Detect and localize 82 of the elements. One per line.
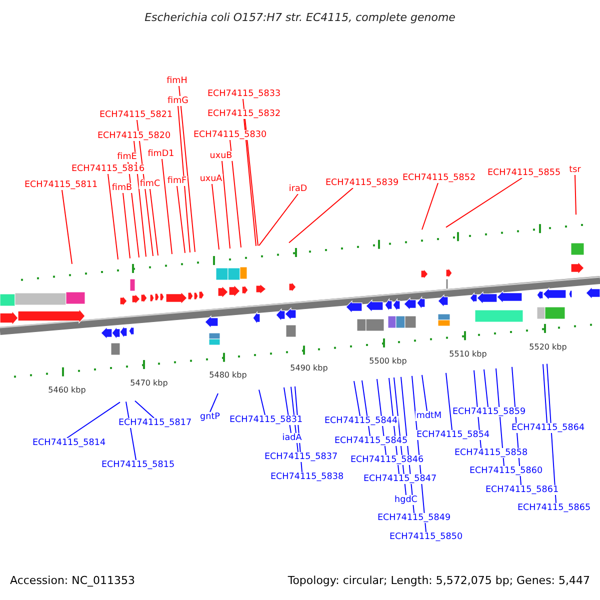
gene-label: tsr — [568, 165, 582, 175]
gene-label: fimE — [116, 152, 138, 162]
leader-line — [258, 194, 298, 246]
gene-label: ECH74115_5811 — [23, 180, 99, 190]
gene-label: fimB — [110, 183, 134, 193]
leader-line — [162, 158, 172, 255]
gene-label: ECH74115_5864 — [510, 423, 586, 433]
gene-label: ECH74115_5815 — [100, 460, 176, 470]
leader-line — [210, 392, 218, 412]
leader-line — [222, 160, 230, 249]
gene-label: fimD1 — [146, 149, 176, 159]
gene-label: ECH74115_5831 — [228, 415, 304, 425]
gene-label: ECH74115_5820 — [96, 131, 172, 141]
scale-label: 5460 kbp — [48, 385, 86, 394]
leader-line — [244, 118, 256, 246]
gene-label: mdtM — [415, 411, 443, 421]
gene-label: ECH74115_5817 — [117, 418, 193, 428]
leader-line — [122, 192, 130, 259]
leader-line — [108, 174, 118, 260]
gene-label: gntP — [199, 412, 221, 422]
gene-label: ECH74115_5858 — [453, 448, 529, 458]
leader-line — [230, 140, 242, 248]
leader-line — [176, 186, 186, 254]
gene-label: ECH74115_5854 — [415, 430, 491, 440]
leader-line — [66, 402, 120, 438]
gene-label: ECH74115_5833 — [206, 89, 282, 99]
gene-label: ECH74115_5846 — [349, 455, 425, 465]
gene-label: fimH — [166, 76, 188, 86]
genome-stats-text: Topology: circular; Length: 5,572,075 bp; Genes: 5,447 — [288, 576, 590, 586]
gene-label: ECH74115_5859 — [451, 407, 527, 417]
gene-label: iadA — [281, 433, 303, 443]
gene-label: ECH74115_5860 — [468, 466, 544, 476]
gene-label: fimC — [138, 179, 162, 189]
gene-label: ECH74115_5844 — [323, 416, 399, 426]
leader-line — [178, 86, 196, 252]
accession-text: Accession: NC_011353 — [10, 576, 136, 586]
leader-line — [354, 380, 360, 416]
leader-line — [212, 184, 220, 250]
leader-line — [150, 188, 158, 256]
gene-label: fimG — [166, 96, 190, 106]
gene-label: ECH74115_5845 — [333, 436, 409, 446]
leader-line — [178, 106, 190, 253]
leader-line — [446, 372, 452, 430]
gene-label: ECH74115_5830 — [192, 130, 268, 140]
gene-label: ECH74115_5852 — [401, 173, 477, 183]
leader-line — [422, 374, 428, 412]
leader-line — [242, 98, 258, 246]
leader-line — [134, 140, 146, 258]
title: Escherichia coli O157:H7 str. EC4115, complete genome — [144, 13, 456, 23]
gene-label: fimF — [166, 176, 188, 186]
scale-label: 5520 kbp — [529, 342, 567, 352]
gene-label: ECH74115_5821 — [98, 110, 174, 120]
gene-label: ECH74115_5861 — [484, 485, 560, 495]
gene-label: ECH74115_5814 — [31, 438, 107, 448]
leader-line — [62, 190, 72, 264]
gene-label: uxuA — [198, 174, 224, 184]
scale-label: 5480 kbp — [209, 370, 247, 380]
scale-label: 5490 kbp — [290, 364, 328, 373]
leader-line — [574, 174, 576, 216]
leader-line — [134, 400, 154, 418]
gene-label: ECH74115_5838 — [269, 472, 345, 482]
gene-label: ECH74115_5850 — [388, 532, 464, 542]
leader-line — [288, 188, 354, 244]
leader-line — [446, 178, 522, 228]
leader-line — [542, 364, 548, 424]
gene-label: ECH74115_5816 — [70, 164, 146, 174]
gene-label: ECH74115_5855 — [486, 168, 562, 178]
scale-label: 5510 kbp — [449, 349, 487, 358]
leader-line — [484, 368, 488, 408]
gene-label: ECH74115_5837 — [263, 452, 339, 462]
gene-label: uxuB — [208, 151, 234, 161]
gene-label: ECH74115_5847 — [362, 474, 438, 484]
gene-label: ECH74115_5839 — [324, 178, 400, 188]
scale-label: 5500 kbp — [369, 356, 407, 366]
gene-label: ECH74115_5849 — [376, 513, 452, 523]
gene-label: iraD — [288, 184, 308, 194]
gene-label: ECH74115_5832 — [206, 109, 282, 119]
leader-line — [258, 389, 266, 416]
gene-label: ECH74115_5865 — [516, 503, 592, 513]
leader-line — [422, 182, 438, 230]
scale-label: 5470 kbp — [130, 378, 168, 388]
gene-label: hgdC — [394, 495, 418, 505]
